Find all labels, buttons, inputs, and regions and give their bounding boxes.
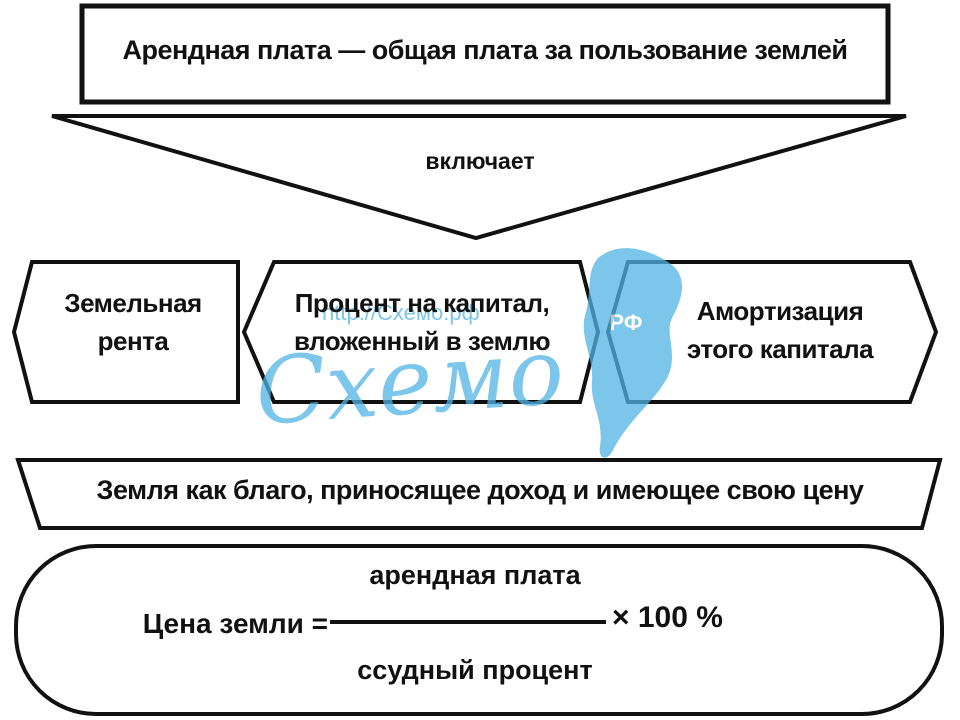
- capital-interest-line-1: Процент на капитал,: [294, 288, 550, 318]
- title-box: [79, 3, 891, 105]
- capital-interest-line-2: вложенный в землю: [293, 326, 551, 356]
- formula-denominator: ссудный процент: [357, 655, 593, 685]
- land-rent-line-2: рента: [97, 326, 169, 356]
- title: Арендная плата — общая плата за пользова…: [122, 35, 848, 65]
- land-rent-line-1: Земельная: [64, 288, 202, 318]
- land-asset-box: [15, 458, 943, 530]
- amortization-label: Амортизация этого капитала: [640, 292, 920, 368]
- amortization-line-2: этого капитала: [686, 334, 874, 364]
- capital-interest-box: [241, 260, 601, 404]
- watermark-splash: [583, 248, 683, 458]
- watermark-url: http://Схемо.рф: [322, 300, 480, 325]
- land-rent-box: [11, 260, 240, 404]
- formula-multiplier: × 100 %: [612, 601, 723, 634]
- amortization-line-1: Амортизация: [696, 296, 864, 326]
- capital-interest-label: Процент на капитал, вложенный в землю: [262, 284, 582, 360]
- formula-lhs: Цена земли =: [142, 608, 328, 639]
- includes-label: включает: [425, 148, 535, 174]
- land-asset-label: Земля как благо, приносящее доход и имею…: [96, 475, 864, 505]
- watermark-wordmark: Схемо: [252, 318, 567, 446]
- watermark-badge: РФ: [609, 310, 642, 335]
- watermark-badge-circle: [604, 300, 648, 344]
- includes-funnel: [51, 114, 907, 241]
- formula-numerator: арендная плата: [369, 560, 581, 590]
- land-rent-label: Земельная рента: [28, 284, 238, 360]
- formula-box: [14, 544, 944, 716]
- watermark: РФ http://Схемо.рф Схемо: [252, 248, 683, 458]
